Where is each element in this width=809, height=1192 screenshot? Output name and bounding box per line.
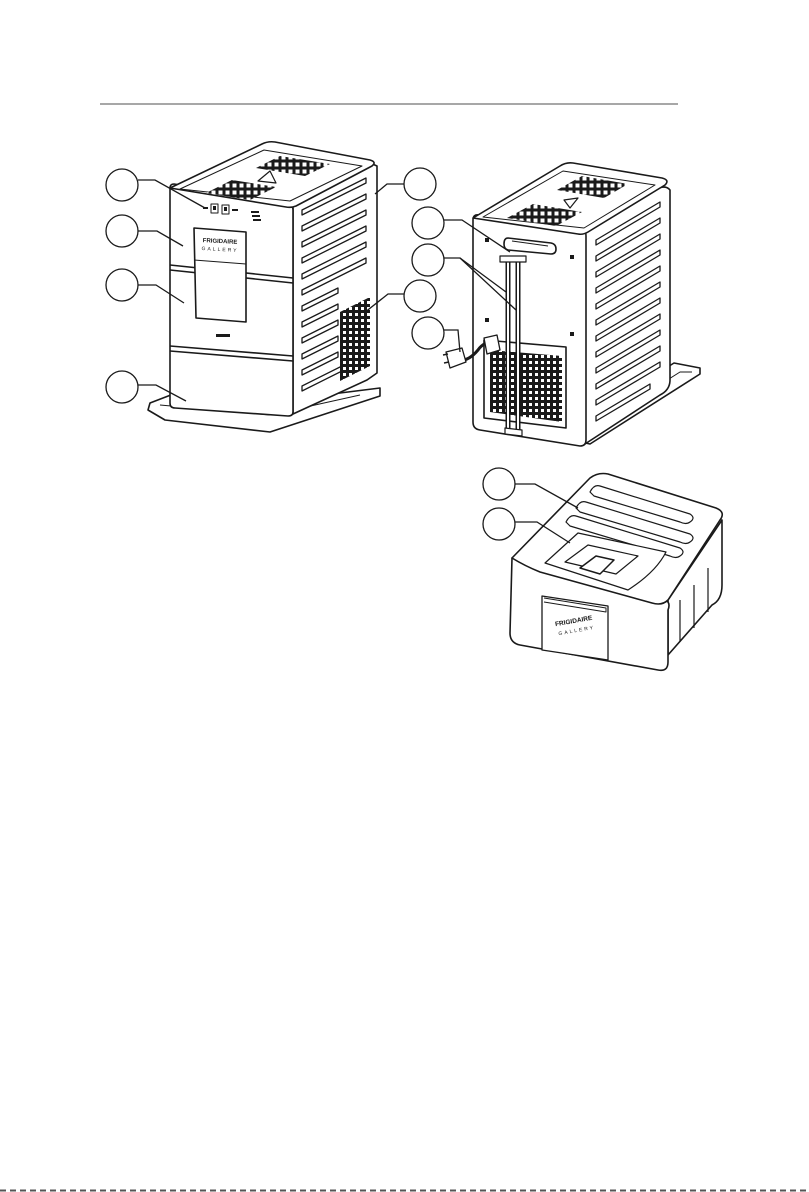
callout-rear-power-plug <box>412 317 444 349</box>
rear-unit <box>443 163 700 446</box>
ice-basket <box>510 474 722 671</box>
callout-front-lower-door <box>106 269 138 301</box>
callout-front-side-vent <box>404 280 436 312</box>
rear-grille <box>490 350 562 422</box>
rear-power-plug <box>446 348 466 368</box>
callout-rear-handle <box>412 207 444 239</box>
callout-basket-top <box>483 468 515 500</box>
callout-rear-drain-hoses <box>412 244 444 276</box>
callout-front-upper-door <box>106 215 138 247</box>
callout-basket-ice-chute <box>483 508 515 540</box>
callout-front-drip-tray <box>106 371 138 403</box>
callout-front-top-control-panel <box>106 169 138 201</box>
front-unit <box>148 142 380 432</box>
callout-front-side-panel <box>404 168 436 200</box>
